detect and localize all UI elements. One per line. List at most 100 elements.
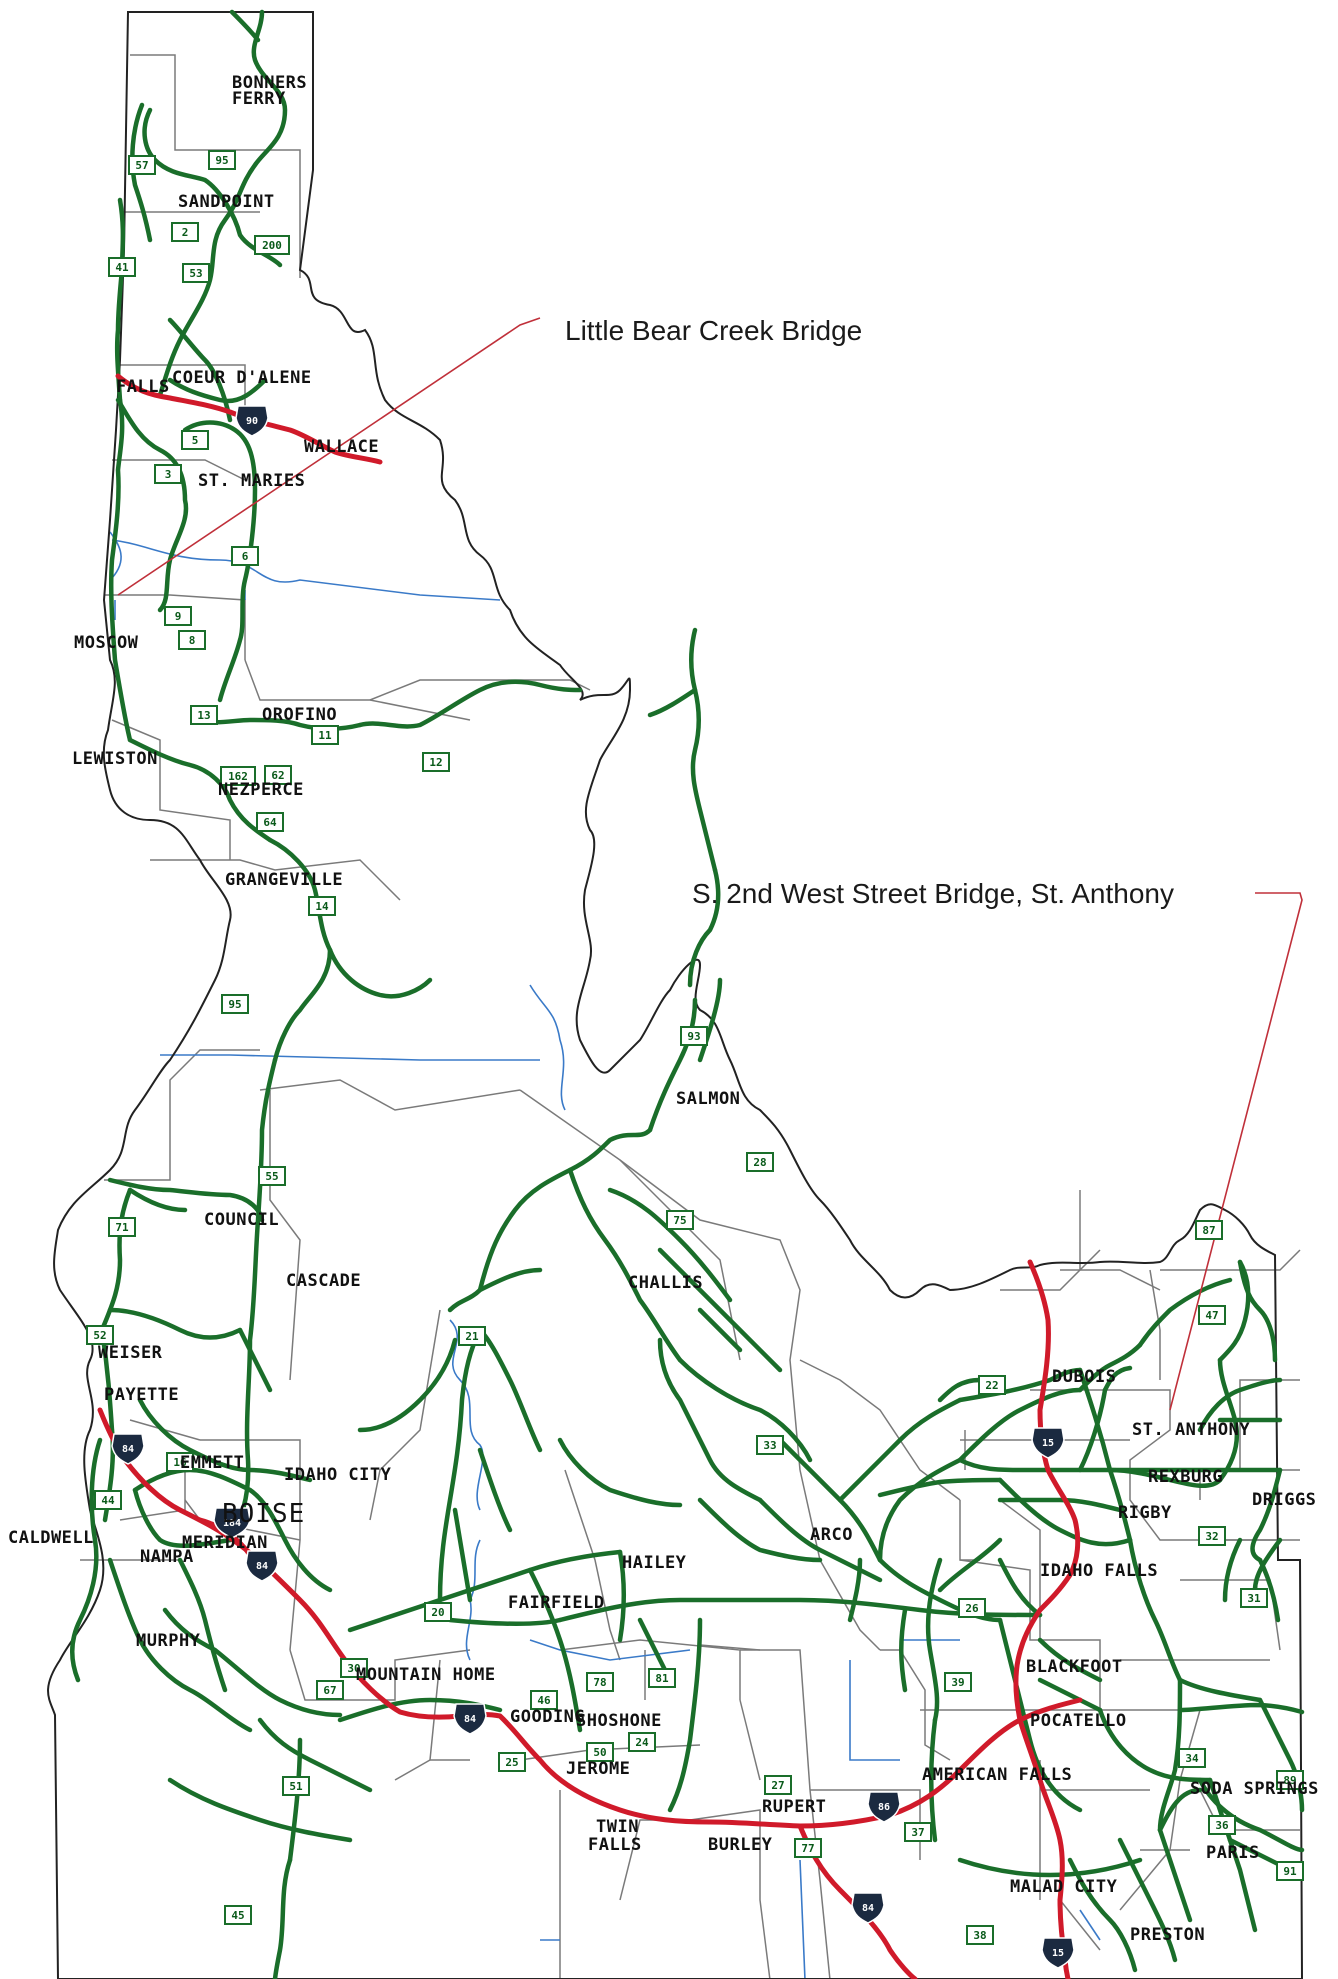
- svg-text:38: 38: [973, 1929, 986, 1942]
- city-grangeville: GRANGEVILLE: [225, 870, 343, 890]
- shield-75: 75: [666, 1210, 694, 1230]
- svg-text:51: 51: [289, 1780, 303, 1793]
- city-st-maries: ST. MARIES: [198, 471, 305, 491]
- interstate-shield-84a: 84: [111, 1433, 145, 1465]
- shield-53: 53: [182, 263, 210, 283]
- city-rupert: RUPERT: [762, 1797, 826, 1817]
- shield-3: 3: [154, 464, 182, 484]
- shield-38: 38: [966, 1925, 994, 1945]
- shield-95a: 95: [208, 150, 236, 170]
- shield-81: 81: [648, 1668, 676, 1688]
- svg-text:15: 15: [1042, 1438, 1054, 1449]
- svg-text:26: 26: [965, 1602, 979, 1615]
- i15-route: [1013, 1259, 1081, 1979]
- svg-text:34: 34: [1185, 1752, 1199, 1765]
- shield-162: 162: [220, 766, 256, 786]
- city-pocatello: POCATELLO: [1030, 1711, 1127, 1731]
- svg-text:39: 39: [951, 1676, 964, 1689]
- svg-text:28: 28: [753, 1156, 766, 1169]
- shield-32: 32: [1198, 1526, 1226, 1546]
- svg-text:44: 44: [101, 1494, 115, 1507]
- shield-26: 26: [958, 1598, 986, 1618]
- svg-text:11: 11: [318, 729, 332, 742]
- callout-lines: [117, 317, 1303, 1411]
- city-burley: BURLEY: [708, 1835, 773, 1855]
- city-soda-springs: SODA SPRINGS: [1190, 1779, 1319, 1799]
- city-sandpoint: SANDPOINT: [178, 192, 275, 212]
- svg-text:21: 21: [465, 1330, 479, 1343]
- interstate-shield-84d: 84: [851, 1892, 885, 1924]
- i86-route: [797, 1697, 1083, 1829]
- city-lewiston: LEWISTON: [72, 749, 158, 769]
- shield-46: 46: [530, 1690, 558, 1710]
- svg-text:9: 9: [175, 610, 182, 623]
- shield-16: 16: [166, 1452, 194, 1472]
- svg-text:47: 47: [1205, 1309, 1218, 1322]
- city-meridian: MERIDIAN: [182, 1533, 268, 1553]
- shield-14: 14: [308, 896, 336, 916]
- city-post-falls: FALLS: [116, 377, 170, 397]
- svg-text:22: 22: [985, 1379, 998, 1392]
- svg-text:5: 5: [192, 434, 199, 447]
- svg-text:91: 91: [1283, 1865, 1297, 1878]
- city-arco: ARCO: [810, 1525, 853, 1545]
- svg-text:95: 95: [228, 998, 241, 1011]
- svg-text:87: 87: [1202, 1224, 1215, 1237]
- shield-6: 6: [231, 546, 259, 566]
- callout-st-anthony-bridge: S. 2nd West Street Bridge, St. Anthony: [692, 878, 1174, 909]
- shield-2: 2: [171, 222, 199, 242]
- city-bonners-ferry-line1: BONNERS: [232, 73, 307, 93]
- interstate-shield-84b: 84: [245, 1550, 279, 1582]
- city-weiser: WEISER: [98, 1343, 163, 1363]
- svg-text:77: 77: [801, 1842, 814, 1855]
- city-cascade: CASCADE: [286, 1271, 361, 1291]
- svg-text:75: 75: [673, 1214, 686, 1227]
- state-highways: [70, 9, 1305, 1979]
- shield-11: 11: [311, 725, 339, 745]
- shield-30: 30: [340, 1658, 368, 1678]
- shield-52: 52: [86, 1325, 114, 1345]
- interstate-shield-15b: 15: [1041, 1937, 1075, 1969]
- svg-text:30: 30: [347, 1662, 360, 1675]
- shield-37: 37: [904, 1822, 932, 1842]
- city-wallace: WALLACE: [304, 437, 379, 457]
- city-jerome: JEROME: [566, 1759, 630, 1779]
- shield-47: 47: [1198, 1305, 1226, 1325]
- interstate-shield-15a: 15: [1031, 1427, 1065, 1459]
- callout-little-bear-creek-bridge: Little Bear Creek Bridge: [565, 315, 862, 346]
- city-bonners-ferry-line2: FERRY: [232, 89, 286, 109]
- city-murphy: MURPHY: [136, 1631, 201, 1651]
- shield-28: 28: [746, 1152, 774, 1172]
- city-boise: BOISE: [222, 1499, 305, 1529]
- svg-text:15: 15: [1052, 1948, 1064, 1959]
- svg-text:67: 67: [323, 1684, 336, 1697]
- svg-text:50: 50: [593, 1746, 606, 1759]
- interstate-shield-84c: 84: [453, 1703, 487, 1735]
- city-challis: CHALLIS: [628, 1273, 703, 1293]
- shield-78: 78: [586, 1672, 614, 1692]
- city-council: COUNCIL: [204, 1210, 279, 1230]
- shield-44: 44: [94, 1490, 122, 1510]
- interstate-shield-86: 86: [867, 1791, 901, 1823]
- city-mountain-home: MOUNTAIN HOME: [356, 1665, 496, 1685]
- shield-77: 77: [794, 1838, 822, 1858]
- svg-text:200: 200: [262, 239, 282, 252]
- svg-text:14: 14: [315, 900, 329, 913]
- city-hailey: HAILEY: [622, 1553, 687, 1573]
- svg-text:84: 84: [122, 1444, 134, 1455]
- interstate-shield-184: 184: [213, 1507, 251, 1539]
- svg-text:41: 41: [115, 261, 129, 274]
- svg-text:25: 25: [505, 1756, 518, 1769]
- shield-57: 57: [128, 155, 156, 175]
- city-idaho-falls: IDAHO FALLS: [1040, 1561, 1158, 1581]
- svg-text:24: 24: [635, 1736, 649, 1749]
- shield-55: 55: [258, 1166, 286, 1186]
- city-american-falls: AMERICAN FALLS: [922, 1765, 1072, 1785]
- city-caldwell: CALDWELL: [8, 1528, 94, 1548]
- svg-text:62: 62: [271, 769, 284, 782]
- svg-text:84: 84: [862, 1903, 874, 1914]
- svg-text:53: 53: [189, 267, 202, 280]
- svg-text:84: 84: [464, 1714, 476, 1725]
- svg-text:3: 3: [165, 468, 172, 481]
